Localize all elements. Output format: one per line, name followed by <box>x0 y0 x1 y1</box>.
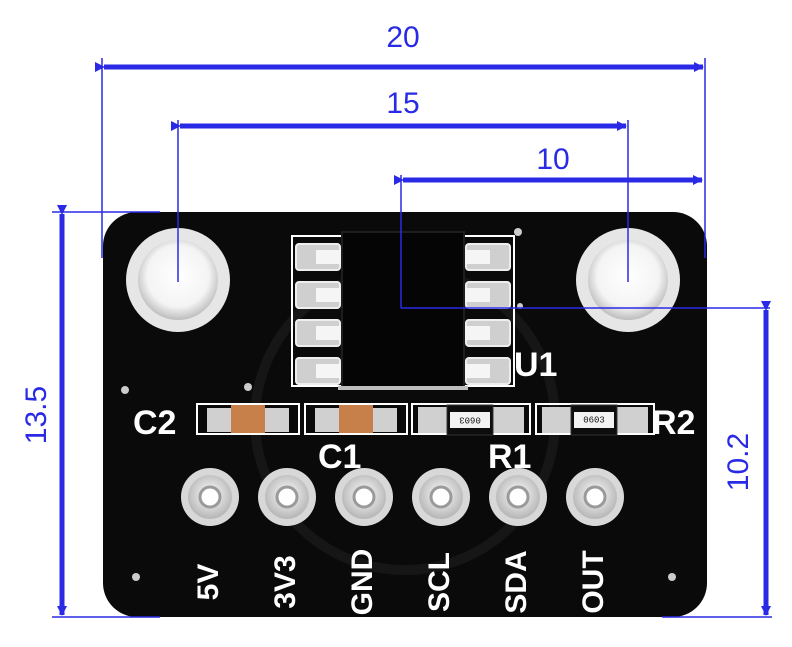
pin-label: SCL <box>423 552 456 612</box>
header-pin: SCL <box>412 468 470 612</box>
pin-label: 3V3 <box>269 555 302 608</box>
header-pin: 3V3 <box>258 468 316 609</box>
r2-code: 0603 <box>583 415 605 425</box>
header-pin: 5V <box>181 468 239 600</box>
capacitor-c1 <box>304 403 408 435</box>
dimension-lines <box>52 58 772 618</box>
header-pin: OUT <box>566 468 624 614</box>
resistor-r2: 0603 <box>535 403 655 436</box>
ic-body <box>341 231 465 389</box>
capacitor-c2 <box>196 403 300 435</box>
resistor-r1: 0603 <box>411 403 531 436</box>
pin-label: GND <box>346 549 379 616</box>
pin-label: OUT <box>577 550 610 613</box>
dim-label-holes: 15 <box>386 87 419 120</box>
header-pin: GND <box>335 468 393 615</box>
vias <box>121 383 676 581</box>
silk-c1: C1 <box>318 438 361 476</box>
r1-code: 0603 <box>459 415 481 425</box>
dim-label-height-total: 13.5 <box>20 386 53 444</box>
header-pins: 5V 3V3 GND SCL SDA OUT <box>181 468 624 615</box>
pin-label: 5V <box>192 564 225 601</box>
ic-u1 <box>291 228 523 390</box>
pin-label: SDA <box>500 550 533 613</box>
silk-c2: C2 <box>133 404 176 442</box>
dim-label-width: 20 <box>386 21 419 54</box>
pcb-board <box>103 212 707 617</box>
header-pin: SDA <box>489 468 547 614</box>
silk-u1: U1 <box>514 346 557 384</box>
silk-r2: R2 <box>652 404 695 442</box>
dim-label-height-partial: 10.2 <box>722 433 755 491</box>
dim-label-ic: 10 <box>536 143 569 176</box>
